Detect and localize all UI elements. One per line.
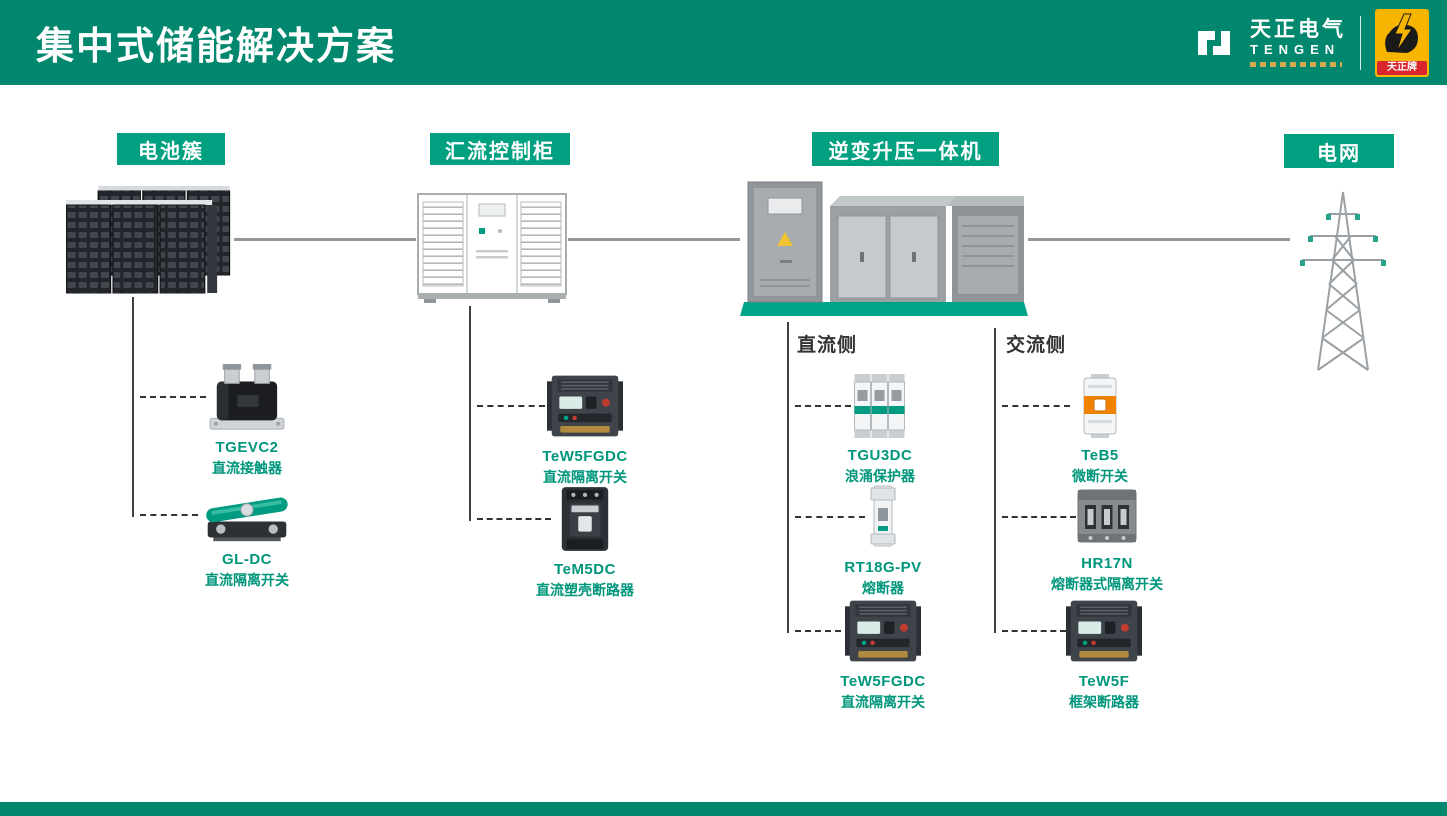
- product-model: GL-DC: [222, 551, 272, 568]
- product-desc: 直流隔离开关: [205, 572, 289, 588]
- product-desc: 直流隔离开关: [543, 469, 627, 485]
- flow-connector-combiner-inverter: [568, 238, 740, 241]
- product-desc: 直流隔离开关: [841, 694, 925, 710]
- transmission-tower-image: [1288, 176, 1398, 377]
- product-card: TGU3DC 浪涌保护器: [805, 372, 955, 486]
- dc-contactor-image: [172, 362, 322, 432]
- molded-case-breaker-image: [510, 484, 660, 554]
- product-model: TeW5FGDC: [542, 448, 628, 465]
- product-desc: 熔断器式隔离开关: [1051, 576, 1163, 592]
- product-model: TeW5FGDC: [840, 673, 926, 690]
- dashed-connector: [1002, 516, 1076, 518]
- frame-breaker-image: [1029, 596, 1179, 666]
- dashed-connector: [140, 396, 206, 398]
- product-model: TeW5F: [1078, 673, 1130, 690]
- product-desc: 直流接触器: [212, 460, 282, 476]
- dashed-connector: [477, 405, 545, 407]
- stage-label-inverter: 逆变升压一体机: [812, 132, 999, 166]
- dc-isolator-image: [172, 486, 322, 544]
- brand-area: 天正电气 TENGEN 天正牌: [1192, 8, 1429, 77]
- mini-breaker-image: [1025, 372, 1175, 440]
- header-bar: 集中式储能解决方案 天正电气 TENGEN 天正牌: [0, 0, 1447, 85]
- stage-label-grid: 电网: [1284, 134, 1394, 168]
- combiner-cabinet-image: [416, 190, 568, 309]
- product-desc: 微断开关: [1072, 468, 1128, 484]
- product-card: RT18G-PV 熔断器: [808, 480, 958, 598]
- frame-breaker-image: [808, 596, 958, 666]
- flow-connector-inverter-grid: [1028, 238, 1290, 241]
- product-model: HR17N: [1081, 555, 1133, 572]
- product-card: TeW5F 框架断路器: [1029, 596, 1179, 712]
- product-card: GL-DC 直流隔离开关: [172, 486, 322, 590]
- flow-connector-battery-combiner: [234, 238, 416, 241]
- dashed-connector: [795, 516, 865, 518]
- product-card: TeW5FGDC 直流隔离开关: [510, 371, 660, 487]
- fist-lightning-icon: [1385, 13, 1418, 53]
- dashed-connector: [1002, 405, 1070, 407]
- stage-label-combiner: 汇流控制柜: [430, 133, 570, 165]
- brand-name-cn: 天正电气: [1250, 18, 1346, 42]
- footer-accent-bar: [0, 802, 1447, 816]
- brand-text: 天正电气 TENGEN: [1250, 18, 1346, 67]
- battery-cluster-image: [65, 184, 232, 301]
- product-card: TeB5 微断开关: [1025, 372, 1175, 486]
- product-card: TGEVC2 直流接触器: [172, 362, 322, 478]
- branch-line-battery: [132, 297, 134, 517]
- inverter-station-image: [740, 176, 1028, 325]
- page-title: 集中式储能解决方案: [36, 26, 397, 68]
- branch-line-ac-side: [994, 328, 996, 633]
- product-desc: 直流塑壳断路器: [536, 582, 634, 598]
- branch-line-combiner: [469, 306, 471, 521]
- product-desc: 浪涌保护器: [845, 468, 915, 484]
- product-desc: 框架断路器: [1069, 694, 1139, 710]
- frame-breaker-image: [510, 371, 660, 441]
- product-model: TGU3DC: [847, 447, 913, 464]
- ac-side-label: 交流侧: [1006, 335, 1067, 356]
- dashed-connector: [795, 405, 851, 407]
- dashed-connector: [795, 630, 841, 632]
- product-desc: 熔断器: [862, 580, 904, 596]
- product-model: RT18G-PV: [844, 559, 922, 576]
- fuse-switch-image: [1032, 484, 1182, 548]
- header-divider: [1360, 15, 1361, 70]
- branch-line-dc-side: [787, 322, 789, 633]
- dc-side-label: 直流侧: [797, 335, 858, 356]
- surge-protector-image: [805, 372, 955, 440]
- dashed-connector: [140, 514, 198, 516]
- product-model: TGEVC2: [215, 439, 279, 456]
- brand-badge: 天正牌: [1375, 8, 1429, 77]
- stage-label-battery: 电池簇: [117, 133, 225, 165]
- product-card: TeM5DC 直流塑壳断路器: [510, 484, 660, 600]
- product-model: TeB5: [1081, 447, 1119, 464]
- badge-ribbon: 天正牌: [1377, 60, 1427, 75]
- fuse-image: [808, 480, 958, 552]
- dashed-connector: [1002, 630, 1066, 632]
- product-card: TeW5FGDC 直流隔离开关: [808, 596, 958, 712]
- product-model: TeM5DC: [554, 561, 616, 578]
- product-card: HR17N 熔断器式隔离开关: [1032, 484, 1182, 594]
- tengen-logo-icon: [1198, 30, 1230, 55]
- brand-name-en: TENGEN: [1250, 41, 1341, 57]
- dashed-connector: [477, 518, 551, 520]
- brand-slogan-decoration: [1250, 61, 1342, 67]
